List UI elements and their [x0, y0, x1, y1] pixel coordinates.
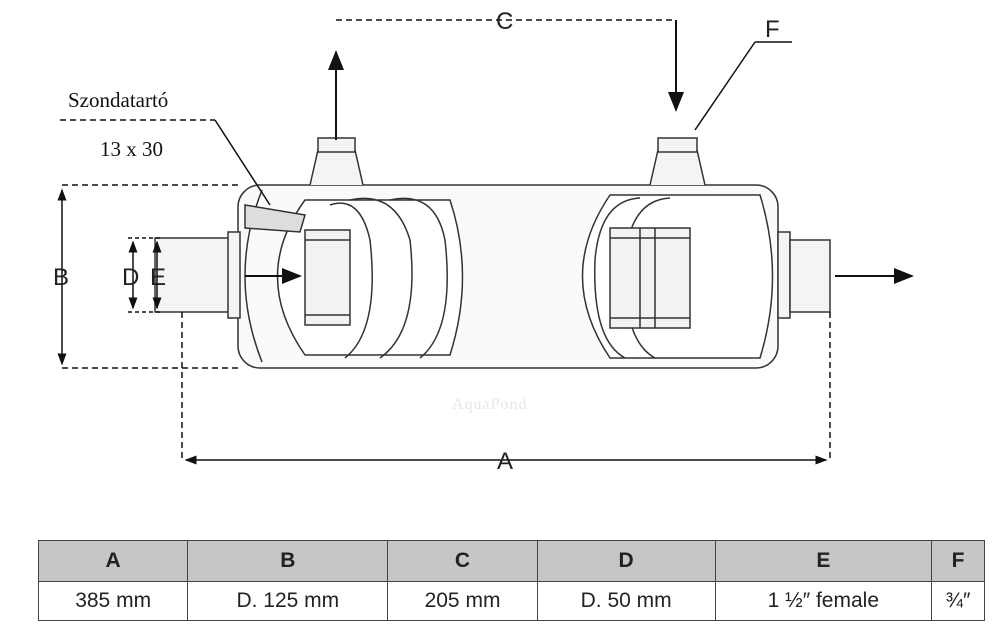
- header-e: E: [714, 540, 933, 582]
- coil-right: [594, 197, 691, 359]
- dim-label-a: A: [497, 448, 514, 475]
- value-f: ¾″: [931, 581, 985, 621]
- outlet-pipe-right: [777, 231, 831, 319]
- value-a: 385 mm: [37, 581, 189, 621]
- header-d: D: [536, 540, 716, 582]
- table-row: 385 mm D. 125 mm 205 mm D. 50 mm 1 ½″ fe…: [37, 581, 985, 621]
- heat-exchanger-drawing: [57, 19, 914, 465]
- header-c: C: [387, 540, 538, 582]
- header-a: A: [37, 540, 189, 582]
- value-d: D. 50 mm: [536, 581, 716, 621]
- probe-holder: [244, 204, 306, 233]
- probe-holder-size: 13 x 30: [100, 137, 163, 161]
- value-e: 1 ½″ female: [714, 581, 933, 621]
- coil-left: [304, 197, 448, 359]
- header-b: B: [187, 540, 389, 582]
- table-header-row: A B C D E F: [37, 540, 985, 582]
- dimensions-table: A B C D E F 385 mm D. 125 mm 205 mm D. 5…: [37, 540, 985, 621]
- header-f: F: [931, 540, 985, 582]
- dim-label-c: C: [496, 8, 514, 35]
- dim-label-e: E: [150, 264, 167, 291]
- watermark: AquaPond: [452, 396, 528, 413]
- probe-holder-label: Szondatartó: [68, 88, 169, 112]
- dim-label-b: B: [53, 264, 70, 291]
- value-b: D. 125 mm: [187, 581, 389, 621]
- dim-label-d: D: [122, 264, 140, 291]
- inlet-pipe-left: [154, 231, 241, 319]
- top-pipe-left: [309, 137, 364, 186]
- value-c: 205 mm: [387, 581, 538, 621]
- dim-label-f: F: [765, 16, 780, 43]
- top-pipe-right: [649, 137, 706, 186]
